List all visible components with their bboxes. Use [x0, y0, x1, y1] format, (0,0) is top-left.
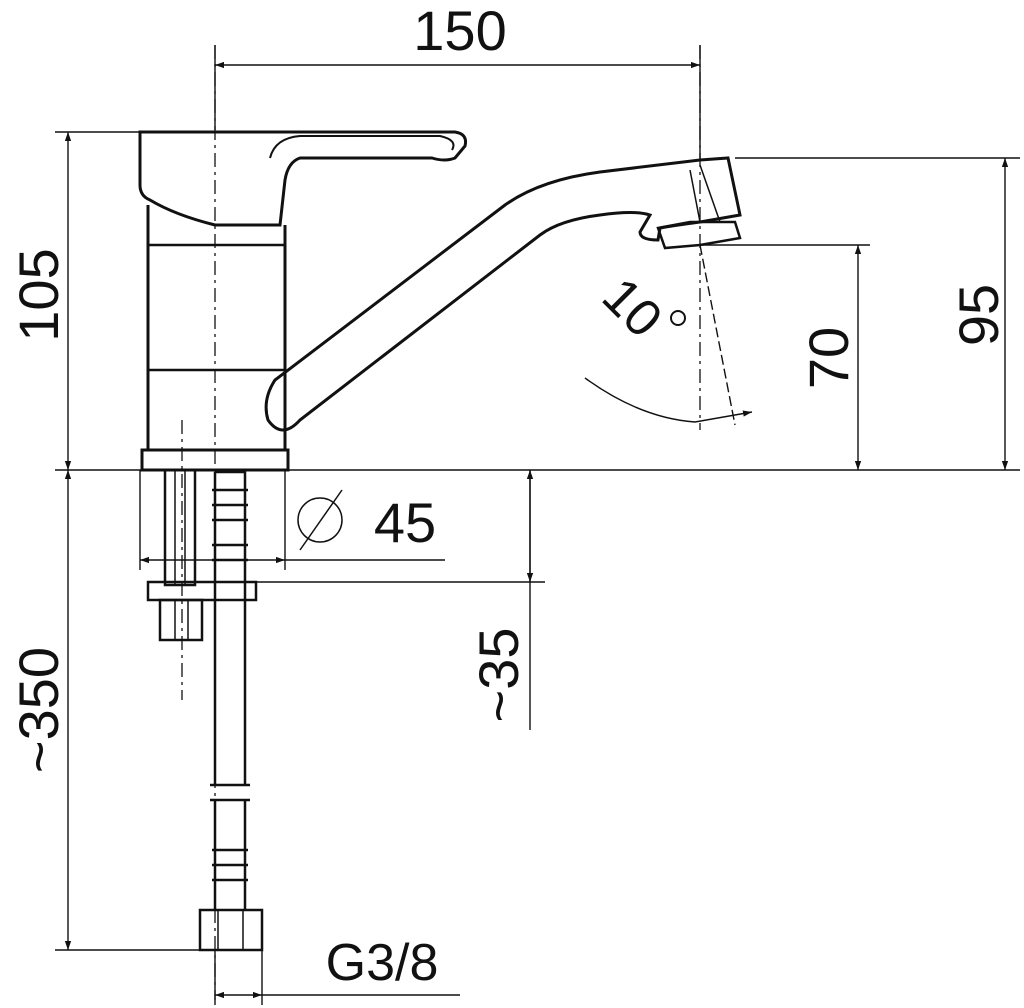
lever-handle — [138, 130, 467, 227]
label-45: 45 — [374, 491, 436, 554]
label-70: 70 — [797, 327, 860, 389]
nut — [158, 598, 204, 642]
supply-hose-lower — [213, 800, 247, 910]
label-105: 105 — [7, 248, 70, 341]
center-lines — [181, 45, 701, 1000]
label-95: 95 — [947, 284, 1010, 346]
lever-handle-inner — [269, 135, 455, 159]
body-cylinder — [146, 205, 287, 452]
degree-mark — [670, 310, 686, 326]
hex-connector — [198, 908, 264, 952]
label-g38: G3/8 — [326, 934, 439, 992]
faucet-outline — [138, 130, 742, 472]
label-10-degrees: 10 — [591, 267, 673, 349]
spout — [264, 156, 742, 432]
swivel-angle-arc — [584, 377, 753, 423]
label-35: ~35 — [467, 628, 530, 723]
aerator — [656, 220, 742, 250]
label-150: 150 — [413, 0, 506, 62]
diameter-circle-mark — [297, 497, 343, 543]
dimension-lines — [55, 45, 1020, 1005]
label-350: ~350 — [7, 647, 70, 773]
mounting-hardware — [146, 468, 264, 952]
